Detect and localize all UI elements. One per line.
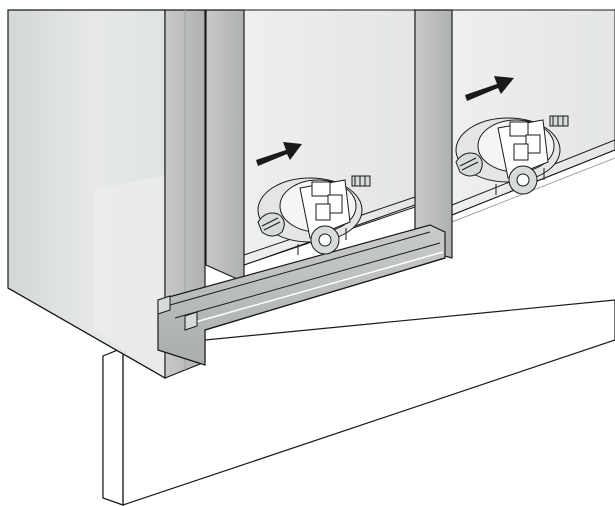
roller-mechanism-front bbox=[257, 175, 371, 255]
frame-profile-door-left bbox=[205, 9, 245, 283]
left-side-panel bbox=[7, 9, 166, 380]
base-plinth bbox=[102, 299, 615, 506]
arrow-right-icon bbox=[256, 142, 302, 166]
roller-mechanism-rear bbox=[455, 115, 569, 195]
frame-profile-door-right bbox=[414, 9, 453, 259]
bottom-track bbox=[157, 224, 446, 366]
arrow-right-icon bbox=[465, 76, 514, 101]
rear-door-panel bbox=[451, 9, 615, 223]
